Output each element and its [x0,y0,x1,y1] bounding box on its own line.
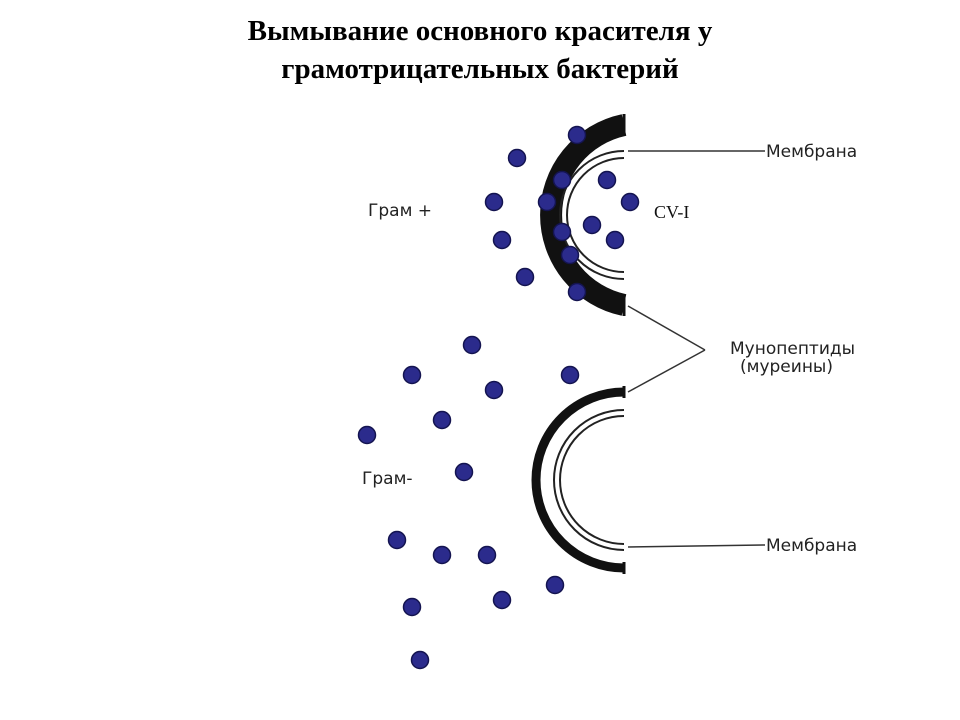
label-peptide-line-1: Мунопептиды [730,339,855,359]
dye-dot [552,170,572,190]
leader-peptide-top [627,305,706,351]
dye-dots-washed-out [357,335,580,670]
dye-dot [567,125,587,145]
dye-dot [560,365,580,385]
leader-peptide-bottom [627,349,706,393]
dye-dot [462,335,482,355]
page-title: Вымывание основного красителя у грамотри… [0,12,960,88]
dye-dot [387,530,407,550]
label-membrane-top: Мембрана [766,142,857,162]
dye-dot [582,215,602,235]
dye-dot [402,365,422,385]
dye-dot [484,380,504,400]
gram-positive-membrane [559,150,625,280]
dye-dot [357,425,377,445]
label-gram-negative: Грам- [362,469,413,489]
title-line-1: Вымывание основного красителя у [247,15,713,47]
dye-dot [560,245,580,265]
label-dye: CV-I [654,202,689,222]
dye-dot [567,282,587,302]
dye-dot [515,267,535,287]
dye-dot [545,575,565,595]
gram-negative-wall [531,387,625,573]
gram-negative-membrane [553,409,625,551]
label-membrane-bottom: Мембрана [766,536,857,556]
label-gram-positive: Грам + [368,201,432,221]
gram-positive-cell [540,114,627,316]
dye-dot [432,545,452,565]
dye-dot [410,650,430,670]
dye-dot [620,192,640,212]
title-line-2: грамотрицательных бактерий [281,53,679,85]
dye-dots-retained [484,125,640,302]
label-peptide-line-2: (муреины) [740,357,833,377]
dye-dot [537,192,557,212]
dye-dot [492,230,512,250]
dye-dot [492,590,512,610]
dye-dot [552,222,572,242]
gram-positive-wall [540,114,627,316]
dye-dot [484,192,504,212]
dye-dot [605,230,625,250]
gram-negative-cell [531,386,626,574]
dye-dot [454,462,474,482]
dye-dot [432,410,452,430]
dye-dot [507,148,527,168]
dye-dot [477,545,497,565]
dye-dot [597,170,617,190]
leader-membrane-bottom [627,544,766,548]
dye-dot [402,597,422,617]
